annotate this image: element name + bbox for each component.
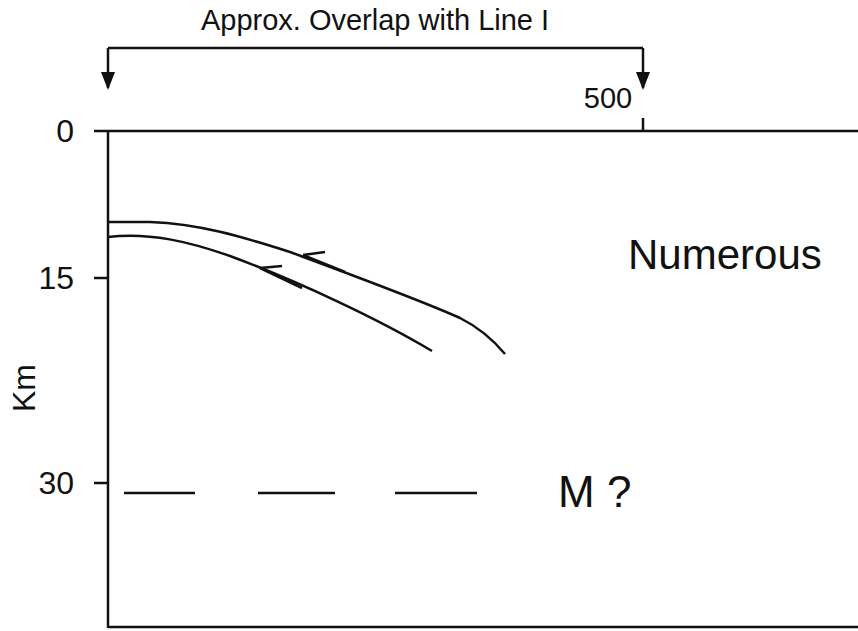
moho-label: M ? — [558, 470, 631, 514]
depth-axis — [107, 131, 110, 628]
surface-line — [108, 130, 858, 133]
tick — [94, 277, 108, 280]
shear-arrow — [303, 252, 325, 255]
overlap-note: Approx. Overlap with Line I — [201, 6, 549, 35]
depth-value: 30 — [38, 467, 74, 499]
moho-dash — [124, 492, 195, 495]
moho-dash — [395, 492, 477, 495]
tick — [94, 482, 108, 485]
overlap-bracket — [108, 47, 643, 50]
axis-unit: Km — [8, 364, 40, 412]
moho-dash — [258, 492, 335, 495]
distance-value: 500 — [584, 84, 632, 113]
shear-arrow — [303, 255, 345, 272]
arrowhead — [636, 72, 650, 90]
note-text: Numerous — [628, 234, 822, 276]
tick — [642, 118, 645, 131]
shear-arrow — [260, 266, 282, 268]
fault-reflector — [108, 236, 432, 351]
tick — [94, 130, 108, 133]
fault-reflector — [108, 222, 505, 354]
shear-arrow — [260, 268, 302, 288]
arrowhead — [101, 72, 115, 90]
depth-value: 15 — [38, 262, 74, 294]
depth-value: 0 — [56, 115, 74, 147]
bottom-line — [108, 626, 858, 629]
